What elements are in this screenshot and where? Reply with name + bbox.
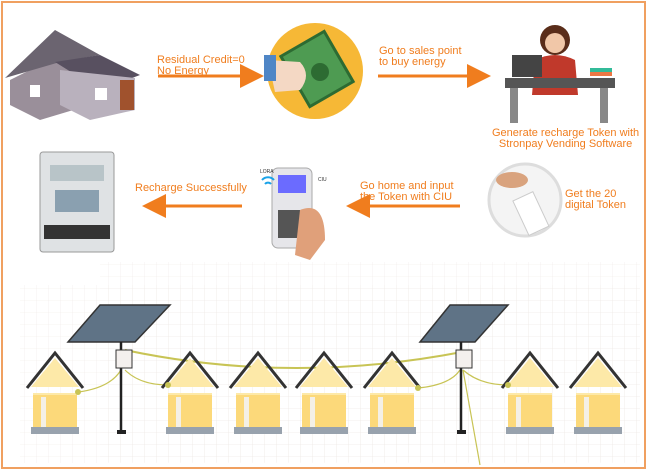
microgrid-scene [25,304,628,466]
lora-label: LORA [260,169,274,175]
house [228,350,288,434]
step-text: Go home and input [360,180,454,192]
house [362,350,422,434]
token-receipt-icon [487,162,563,238]
power-line [77,369,509,466]
step-recharge-success-label: Recharge Successfully [135,182,247,194]
step-text: Go to sales point [379,45,462,57]
wifi-icon [261,176,275,185]
house [568,350,628,434]
step-text: No Energy [157,65,209,77]
house-icon [5,30,140,120]
ciu-label: CIU [318,177,327,183]
house [160,350,220,434]
step-text: to buy energy [379,56,446,68]
step-text: digital Token [565,199,626,211]
ciu-device-icon [261,167,325,260]
step-text: Generate recharge Token with [492,127,640,139]
solar-pole [418,304,510,434]
step-text: Get the 20 [565,188,617,200]
house [294,350,354,434]
house [25,350,85,434]
house [500,350,560,434]
step-text: the Token with CIU [360,191,453,203]
prepaid-meter-icon [39,151,115,253]
pay-money-icon [264,23,363,119]
solar-pole [66,304,172,434]
step-text: Stronpay Vending Software [498,138,633,150]
sales-agent-icon [505,25,615,123]
power-line [124,349,463,370]
step-text: Residual Credit=0 [157,54,245,66]
